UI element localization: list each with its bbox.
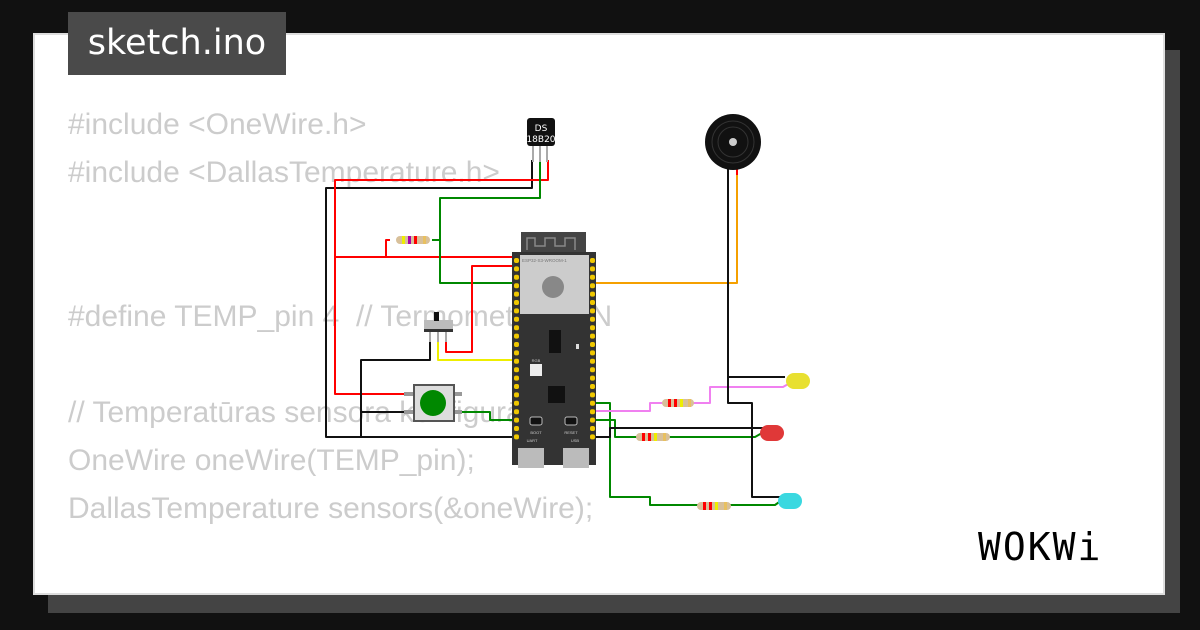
code-line: DallasTemperature sensors(&oneWire);: [68, 492, 594, 525]
wire-green-cyan-led: [596, 402, 783, 506]
header-pin[interactable]: [590, 434, 595, 440]
header-pin[interactable]: [514, 333, 519, 339]
header-pin[interactable]: [590, 367, 595, 373]
wire-black-switch: [360, 340, 431, 437]
header-pin[interactable]: [590, 384, 595, 389]
slide-switch: [424, 312, 453, 342]
header-pin[interactable]: [590, 350, 595, 356]
header-pin[interactable]: [590, 392, 595, 398]
wokwi-logo: WOKWi: [978, 525, 1103, 569]
wire-pink-yellow-led: [596, 382, 791, 412]
sensor-label: 18B20: [526, 135, 555, 145]
wire-black-sensor-gnd: [325, 160, 533, 438]
header-pin[interactable]: [590, 417, 595, 423]
header-pin[interactable]: [590, 316, 595, 322]
header-pin[interactable]: [590, 258, 595, 263]
wire-red-resistor: [385, 239, 390, 257]
code-listing: #include <OneWire.h> #include <DallasTemp…: [68, 108, 612, 540]
preview-panel: [33, 33, 1165, 595]
wire-green-red-led: [596, 419, 763, 438]
code-line: #define TEMP_pin 4 // Termometrija PIN: [68, 300, 613, 333]
header-pin[interactable]: [590, 375, 595, 381]
header-pin[interactable]: [514, 367, 519, 373]
header-pin[interactable]: [514, 266, 519, 272]
buzzer: [705, 114, 761, 175]
header-pin[interactable]: [514, 417, 519, 423]
uart-label: UART: [527, 438, 538, 443]
header-pin[interactable]: [514, 409, 519, 415]
header-pin[interactable]: [590, 283, 595, 289]
pin-headers: [514, 258, 595, 440]
reset-button[interactable]: [564, 416, 578, 426]
resistor-red-led: [636, 433, 670, 441]
esp32-s3-board: ESP32-S3-WROOM-1 RGB BOOT RESET UART USB: [512, 232, 596, 468]
wire-black-gnd-right: [596, 427, 765, 438]
reset-label: RESET: [564, 430, 578, 435]
resistor-yellow-led: [662, 399, 694, 407]
header-pin[interactable]: [514, 258, 519, 263]
wire-black-buzzer: [727, 172, 780, 498]
led-yellow: [786, 373, 810, 389]
header-pin[interactable]: [514, 434, 519, 440]
rgb-label: RGB: [532, 358, 541, 363]
header-pin[interactable]: [514, 350, 519, 356]
header-pin[interactable]: [590, 308, 595, 314]
code-line: #include <DallasTemperature.h>: [68, 156, 500, 189]
wire-red-switch: [445, 265, 515, 353]
header-pin[interactable]: [514, 400, 519, 406]
header-pin[interactable]: [514, 308, 519, 314]
header-pin[interactable]: [590, 409, 595, 415]
code-line: OneWire oneWire(TEMP_pin);: [68, 444, 475, 477]
sketch-filename: sketch.ino: [68, 12, 286, 75]
wire-red-sensor-vcc: [334, 160, 549, 395]
header-pin[interactable]: [590, 274, 595, 280]
push-button: [404, 384, 462, 422]
header-pin[interactable]: [514, 375, 519, 381]
header-pin[interactable]: [514, 274, 519, 280]
header-pin[interactable]: [590, 342, 595, 347]
boot-button[interactable]: [529, 416, 543, 426]
header-pin[interactable]: [590, 358, 595, 364]
led-red: [760, 425, 784, 441]
resistor-cyan-led: [697, 502, 731, 510]
header-pin[interactable]: [514, 300, 519, 305]
header-pin[interactable]: [514, 358, 519, 364]
header-pin[interactable]: [514, 426, 519, 431]
header-pin[interactable]: [514, 325, 519, 331]
module-label: ESP32-S3-WROOM-1: [522, 258, 567, 263]
header-pin[interactable]: [590, 291, 595, 297]
code-line: #include <OneWire.h>: [68, 108, 367, 141]
wire-green-data: [439, 160, 541, 284]
header-pin[interactable]: [514, 384, 519, 389]
header-pin[interactable]: [590, 325, 595, 331]
header-pin[interactable]: [514, 283, 519, 289]
header-pin[interactable]: [514, 392, 519, 398]
header-pin[interactable]: [590, 400, 595, 406]
header-pin[interactable]: [590, 300, 595, 305]
ds18b20-sensor: DS 18B20: [526, 118, 556, 162]
header-pin[interactable]: [514, 291, 519, 297]
header-pin[interactable]: [590, 333, 595, 339]
header-pin[interactable]: [590, 426, 595, 431]
sensor-label: DS: [535, 124, 548, 134]
header-pin[interactable]: [590, 266, 595, 272]
wire-orange-buzzer: [596, 172, 738, 284]
header-pin[interactable]: [514, 342, 519, 347]
led-cyan: [778, 493, 802, 509]
boot-label: BOOT: [530, 430, 542, 435]
wire-yellow-switch: [437, 340, 515, 361]
usb-label: USB: [571, 438, 580, 443]
resistor-pullup: [396, 236, 430, 244]
header-pin[interactable]: [514, 316, 519, 322]
wire-green-button: [462, 411, 515, 421]
